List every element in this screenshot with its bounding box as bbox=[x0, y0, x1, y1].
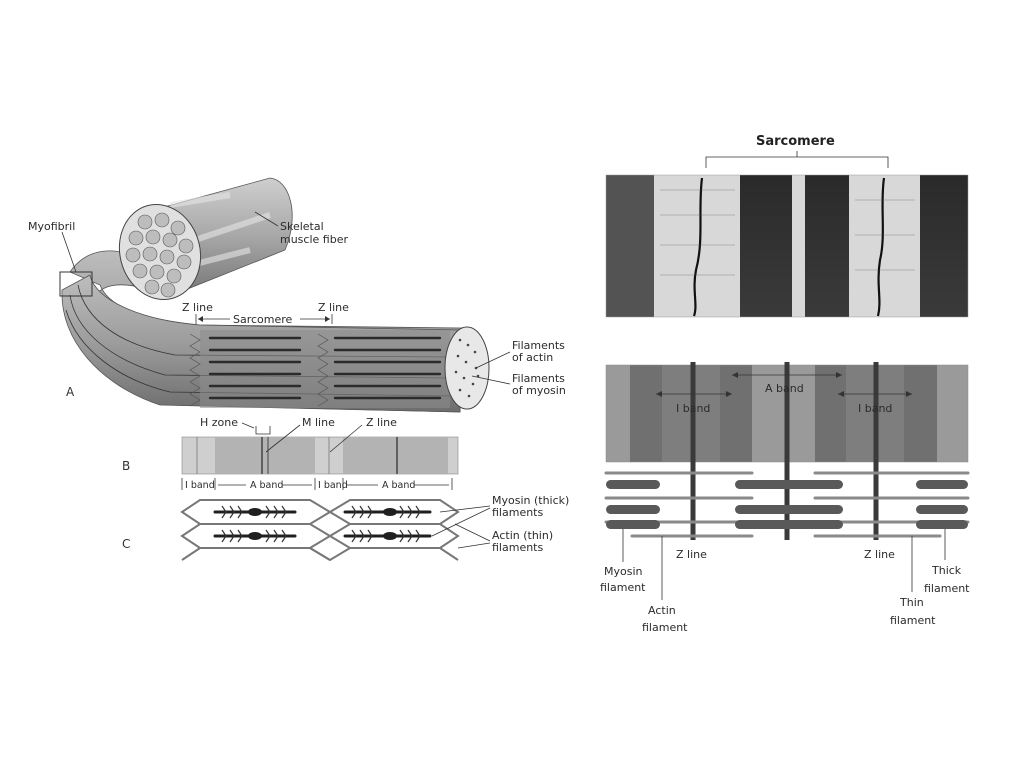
fiber-cross-section bbox=[444, 326, 490, 410]
myosin-filament-label-line2: filament bbox=[600, 581, 646, 594]
panel-c-filament-schematic bbox=[180, 499, 460, 562]
i-band-label-b1: I band bbox=[185, 480, 215, 491]
myofibril-filament-pattern bbox=[189, 330, 450, 408]
a-band-label-b1: A band bbox=[250, 480, 283, 491]
sarcomere-micrograph bbox=[605, 174, 969, 318]
panel-b-band-strip bbox=[181, 436, 459, 475]
i-band-label-b2: I band bbox=[318, 480, 348, 491]
panel-a-letter: A bbox=[66, 385, 75, 399]
z-line-label-a-left: Z line bbox=[182, 301, 213, 314]
thin-filament-label-line2: filament bbox=[890, 614, 936, 627]
i-band-label-right-right: I band bbox=[858, 402, 892, 415]
filament-schematic-right bbox=[604, 471, 970, 538]
myosin-filament-label-line1: Myosin bbox=[604, 565, 643, 578]
skeletal-muscle-fiber bbox=[118, 177, 293, 301]
z-line-label-a-right: Z line bbox=[318, 301, 349, 314]
myosin-thick-label-line2: filaments bbox=[492, 506, 543, 519]
myosin-thick-label-line1: Myosin (thick) bbox=[492, 494, 569, 507]
right-diagram: Sarcomere bbox=[600, 134, 970, 634]
thick-filament-label-line1: Thick bbox=[931, 564, 962, 577]
actin-thin-label-line1: Actin (thin) bbox=[492, 529, 553, 542]
a-band-label-b2: A band bbox=[382, 480, 415, 491]
z-line-label-right-right: Z line bbox=[864, 548, 895, 561]
h-zone-label: H zone bbox=[200, 416, 238, 429]
actin-filament-label-line1: Actin bbox=[648, 604, 676, 617]
filaments-of-actin-label-line2: of actin bbox=[512, 351, 553, 364]
skeletal-muscle-fiber-label-line2: muscle fiber bbox=[280, 233, 348, 246]
sarcomere-label-a: Sarcomere bbox=[233, 313, 293, 326]
filaments-of-myosin-label-line1: Filaments bbox=[512, 372, 565, 385]
myofibril-label: Myofibril bbox=[28, 220, 75, 233]
m-line-label: M line bbox=[302, 416, 335, 429]
filaments-of-actin-label-line1: Filaments bbox=[512, 339, 565, 352]
thick-filament-label-line2: filament bbox=[924, 582, 970, 595]
actin-thin-label-line2: filaments bbox=[492, 541, 543, 554]
panel-b-letter: B bbox=[122, 459, 130, 473]
z-line-label-right-left: Z line bbox=[676, 548, 707, 561]
left-diagram: Myofibril Skeletal muscle fiber Z line Z… bbox=[28, 177, 569, 562]
sarcomere-label-right: Sarcomere bbox=[756, 134, 835, 149]
actin-filament-label-line2: filament bbox=[642, 621, 688, 634]
thin-filament-label-line1: Thin bbox=[899, 596, 924, 609]
skeletal-muscle-fiber-label-line1: Skeletal bbox=[280, 220, 324, 233]
panel-c-letter: C bbox=[122, 537, 130, 551]
filaments-of-myosin-label-line2: of myosin bbox=[512, 384, 566, 397]
a-band-label-right: A band bbox=[765, 382, 804, 395]
i-band-label-right-left: I band bbox=[676, 402, 710, 415]
z-line-label-b: Z line bbox=[366, 416, 397, 429]
